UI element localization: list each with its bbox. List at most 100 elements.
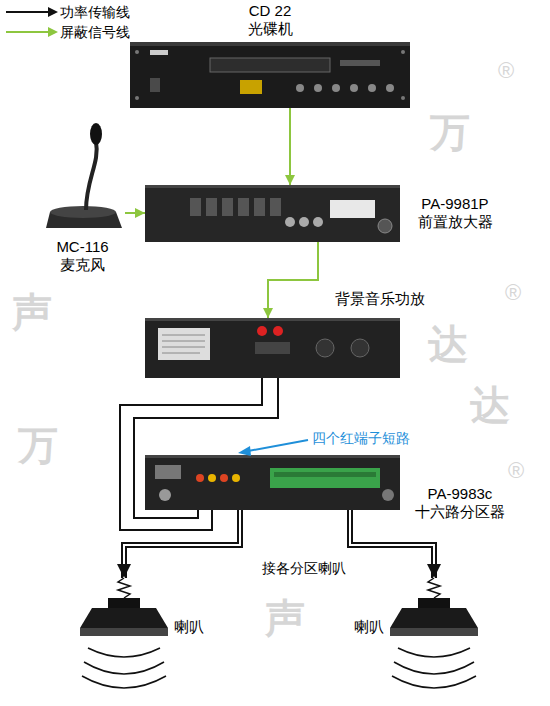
cd-player-part bbox=[150, 78, 160, 92]
microphone-part bbox=[90, 123, 102, 145]
amplifier-part bbox=[145, 318, 400, 321]
cd-player-part bbox=[296, 84, 304, 92]
legend-sample-black-part bbox=[48, 7, 58, 17]
power-cable bbox=[124, 510, 240, 578]
device-label: 喇叭 bbox=[354, 618, 384, 636]
cd-player-part bbox=[135, 50, 139, 54]
speaker-right-part bbox=[398, 648, 470, 657]
amplifier-part bbox=[273, 326, 283, 336]
speaker-right-part bbox=[392, 676, 476, 688]
device-label: MC-116 麦克风 bbox=[51, 238, 115, 274]
label-holder: 喇叭 bbox=[174, 618, 204, 636]
amplifier-part bbox=[162, 353, 200, 354]
cable-arrowhead bbox=[350, 510, 434, 578]
zone-selector-part bbox=[208, 474, 216, 482]
cd-player-part bbox=[368, 84, 376, 92]
callout-text: 四个红端子短路 bbox=[312, 431, 410, 445]
device-label: 背景音乐功放 bbox=[335, 290, 425, 308]
legend-text: 屏蔽信号线 bbox=[60, 24, 130, 41]
zone-selector-part bbox=[232, 474, 240, 482]
cable-outer bbox=[124, 510, 240, 578]
cable-inner bbox=[124, 510, 240, 578]
amplifier-part bbox=[162, 335, 205, 336]
zone-selector-part bbox=[159, 489, 171, 501]
zone-selector-part bbox=[196, 474, 204, 482]
watermark: ® bbox=[498, 60, 514, 82]
watermark: 万 bbox=[430, 112, 470, 152]
preamplifier-part bbox=[190, 198, 201, 216]
label-holder: MC-116 麦克风 bbox=[51, 238, 115, 274]
cd-player-part bbox=[240, 80, 262, 94]
zone-selector-part bbox=[220, 474, 228, 482]
microphone-part bbox=[86, 142, 97, 210]
amplifier-part bbox=[162, 347, 205, 348]
amplifier bbox=[145, 318, 400, 378]
speaker-box: 喇叭 bbox=[388, 578, 480, 642]
preamplifier-part bbox=[299, 217, 309, 227]
speaker-left-part bbox=[118, 578, 130, 598]
cable-line bbox=[289, 108, 291, 185]
speaker-left-part bbox=[108, 598, 140, 608]
cd-player-part bbox=[150, 50, 168, 55]
label-holder: 喇叭 bbox=[354, 618, 384, 636]
callout-arrow-part bbox=[238, 446, 251, 456]
amplifier-part bbox=[158, 328, 210, 360]
preamp-box: PA-9981P 前置放大器 bbox=[145, 185, 400, 242]
microphone-part bbox=[50, 206, 116, 218]
cd-player-part bbox=[314, 84, 322, 92]
speaker-left bbox=[80, 578, 168, 688]
speaker-left-part bbox=[84, 662, 164, 674]
label-holder: PA-9983c 十六路分区器 bbox=[410, 485, 510, 521]
legend-sample-black-part bbox=[6, 11, 48, 13]
speaker-left-part bbox=[80, 608, 168, 628]
speaker-right-part bbox=[428, 578, 440, 598]
label-holder: CD 22 光碟机 bbox=[240, 2, 300, 38]
preamplifier-part bbox=[206, 198, 217, 216]
preamplifier-part bbox=[313, 217, 323, 227]
preamplifier-part bbox=[145, 185, 400, 242]
preamplifier-part bbox=[285, 217, 295, 227]
cd-player-part bbox=[210, 58, 330, 72]
power-cable bbox=[134, 378, 278, 518]
cd-player bbox=[130, 42, 410, 108]
speaker-right-part bbox=[390, 628, 478, 636]
cd-player-part bbox=[350, 84, 358, 92]
zone-selector-part bbox=[270, 468, 380, 488]
zone-selector-part bbox=[382, 489, 394, 501]
power-cable bbox=[120, 378, 262, 530]
amplifier-part bbox=[257, 326, 267, 336]
amplifier-part bbox=[351, 339, 369, 357]
amplifier-part bbox=[255, 342, 290, 354]
cable-line bbox=[134, 378, 278, 518]
preamplifier-part bbox=[145, 185, 400, 188]
speaker-left-part bbox=[88, 648, 160, 657]
cable-line bbox=[120, 378, 262, 530]
zone-selector-part bbox=[155, 465, 181, 479]
legend-sample-green bbox=[6, 27, 58, 37]
cd-player-box: CD 22 光碟机 bbox=[130, 42, 410, 108]
signal-cable bbox=[290, 108, 291, 185]
amplifier-part bbox=[316, 339, 334, 357]
speaker-right-part bbox=[394, 662, 474, 674]
note-text: 接各分区喇叭 bbox=[262, 561, 346, 575]
preamplifier-part bbox=[270, 198, 281, 216]
watermark: 声 bbox=[265, 598, 305, 638]
device-label: PA-9981P 前置放大器 bbox=[410, 195, 500, 231]
signal-cable bbox=[268, 242, 318, 318]
speaker-left-part bbox=[80, 628, 168, 636]
device-label: 喇叭 bbox=[174, 618, 204, 636]
callout-arrow bbox=[238, 440, 308, 456]
cable-arrowhead bbox=[124, 510, 240, 578]
cable-inner bbox=[350, 510, 434, 578]
speaker-right bbox=[390, 578, 478, 688]
amplifier-box: 背景音乐功放 bbox=[145, 318, 400, 378]
cd-player-part bbox=[332, 84, 340, 92]
cable-line bbox=[268, 242, 318, 318]
speaker-box: 喇叭 bbox=[78, 578, 170, 642]
zone-selector-part bbox=[145, 455, 400, 458]
device-label: CD 22 光碟机 bbox=[240, 2, 300, 38]
cd-player-part bbox=[130, 42, 410, 108]
label-holder: PA-9981P 前置放大器 bbox=[410, 195, 500, 231]
preamplifier-part bbox=[222, 198, 233, 216]
cd-player-part bbox=[386, 84, 394, 92]
